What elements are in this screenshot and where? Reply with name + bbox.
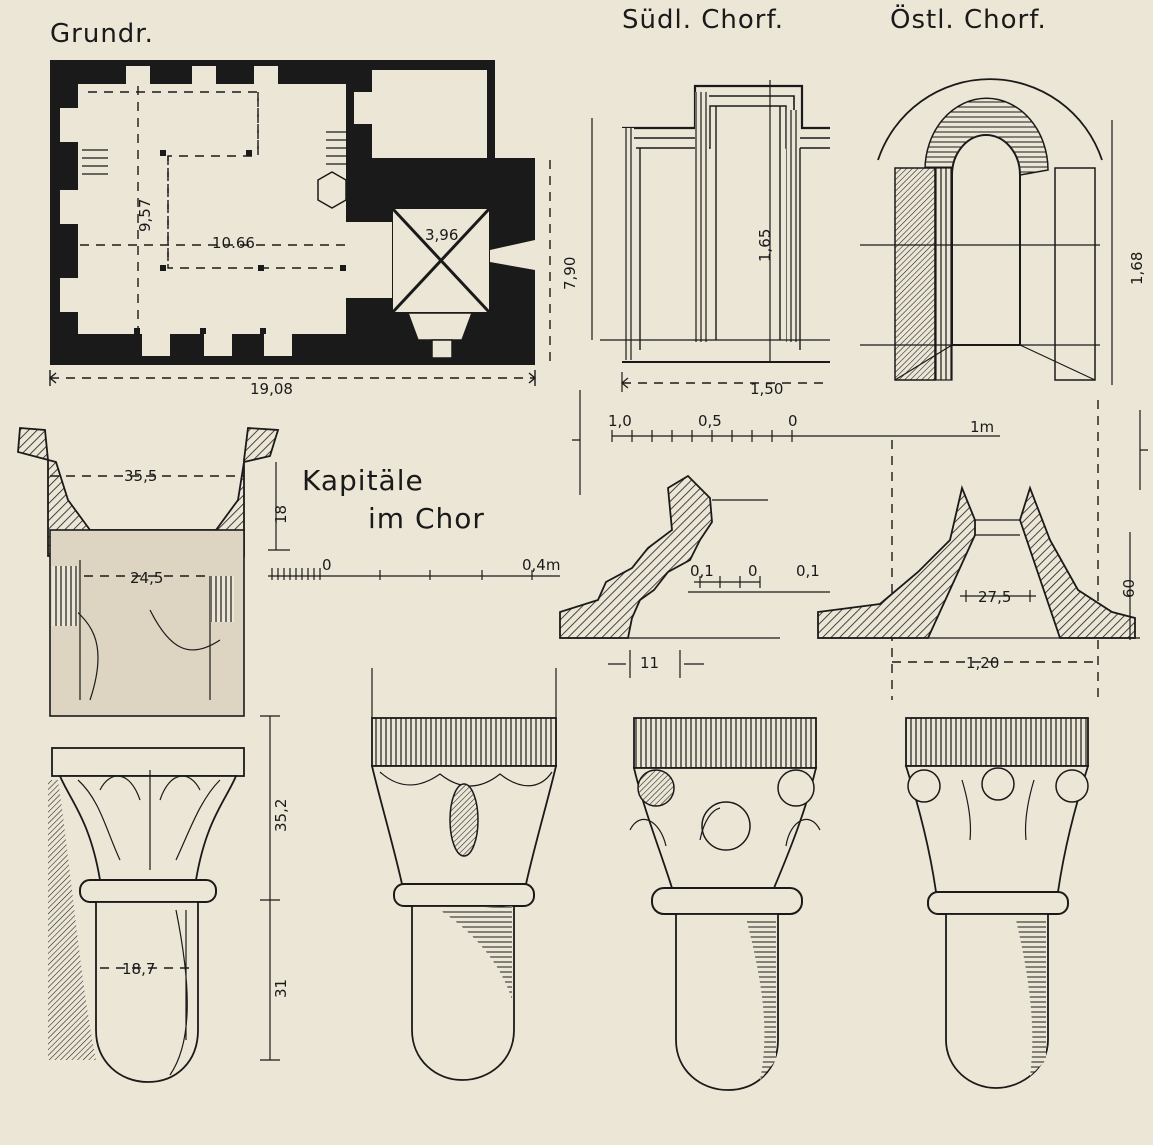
scale-label-1m: 1m <box>970 418 994 436</box>
bell-width-label: 24,5 <box>130 569 163 587</box>
window-scale-bar: 1,0 0,5 0 1m <box>572 390 1148 495</box>
east-window-height-label: 1,68 <box>1128 252 1146 285</box>
nave-length-label: 10.66 <box>212 234 255 252</box>
ground-plan: Grundr. <box>48 19 579 398</box>
east-window-elevation: Östl. Chorf. 1,68 <box>860 3 1146 700</box>
choir-bay-label: 3,96 <box>425 226 458 244</box>
capitals-heading: Kapitäle im Chor 0 0,4m <box>268 464 560 580</box>
south-window-width-label: 1,50 <box>750 380 783 398</box>
shaft-width-label: 18,7 <box>122 960 155 978</box>
capitals-title-line1: Kapitäle <box>302 464 424 497</box>
window-profile-left: 0,1 0 0,1 11 <box>559 474 830 678</box>
capital-scale-zero: 0 <box>322 556 332 574</box>
sacristy-room <box>372 70 487 158</box>
profile-left-width-label: 11 <box>640 654 659 672</box>
scale-label-0-5: 0,5 <box>698 412 722 430</box>
nave-width-label: 9,57 <box>136 199 154 232</box>
profile-right-inner-label: 27,5 <box>978 588 1011 606</box>
scale-label-0: 0 <box>788 412 798 430</box>
south-window-title: Südl. Chorf. <box>622 5 784 35</box>
corbel-height-label: 31 <box>272 979 290 998</box>
abacus-height-label: 18 <box>272 505 290 524</box>
profile-scale-01b: 0,1 <box>796 562 820 580</box>
window-profile-right: 27,5 1,20 60 <box>817 485 1140 672</box>
capital-2 <box>370 668 558 1081</box>
capitals-title-line2: im Chor <box>368 502 485 535</box>
scale-label-1-0: 1,0 <box>608 412 632 430</box>
capital-scale-end: 0,4m <box>522 556 560 574</box>
south-window-elevation: Südl. Chorf. 1,65 1,50 <box>591 5 830 398</box>
capital-3 <box>629 717 821 1091</box>
profile-scale-0: 0 <box>748 562 758 580</box>
profile-scale-01a: 0,1 <box>690 562 714 580</box>
profile-right-height-label: 60 <box>1120 579 1138 598</box>
choir-width-label: 7,90 <box>561 257 579 290</box>
capital-1-with-section: 35,5 24,5 18 18,7 35,2 31 <box>17 427 290 1083</box>
capital-4 <box>904 717 1090 1089</box>
abacus-top-label: 35,5 <box>124 467 157 485</box>
profile-right-width-label: 1,20 <box>966 654 999 672</box>
plan-length-label: 19,08 <box>250 380 293 398</box>
capital-height-label: 35,2 <box>272 799 290 832</box>
chancel-arch <box>346 222 392 298</box>
nave-interior <box>78 84 346 334</box>
east-window-title: Östl. Chorf. <box>890 3 1047 35</box>
south-window-height-label: 1,65 <box>756 229 774 262</box>
ground-plan-title: Grundr. <box>50 19 154 49</box>
